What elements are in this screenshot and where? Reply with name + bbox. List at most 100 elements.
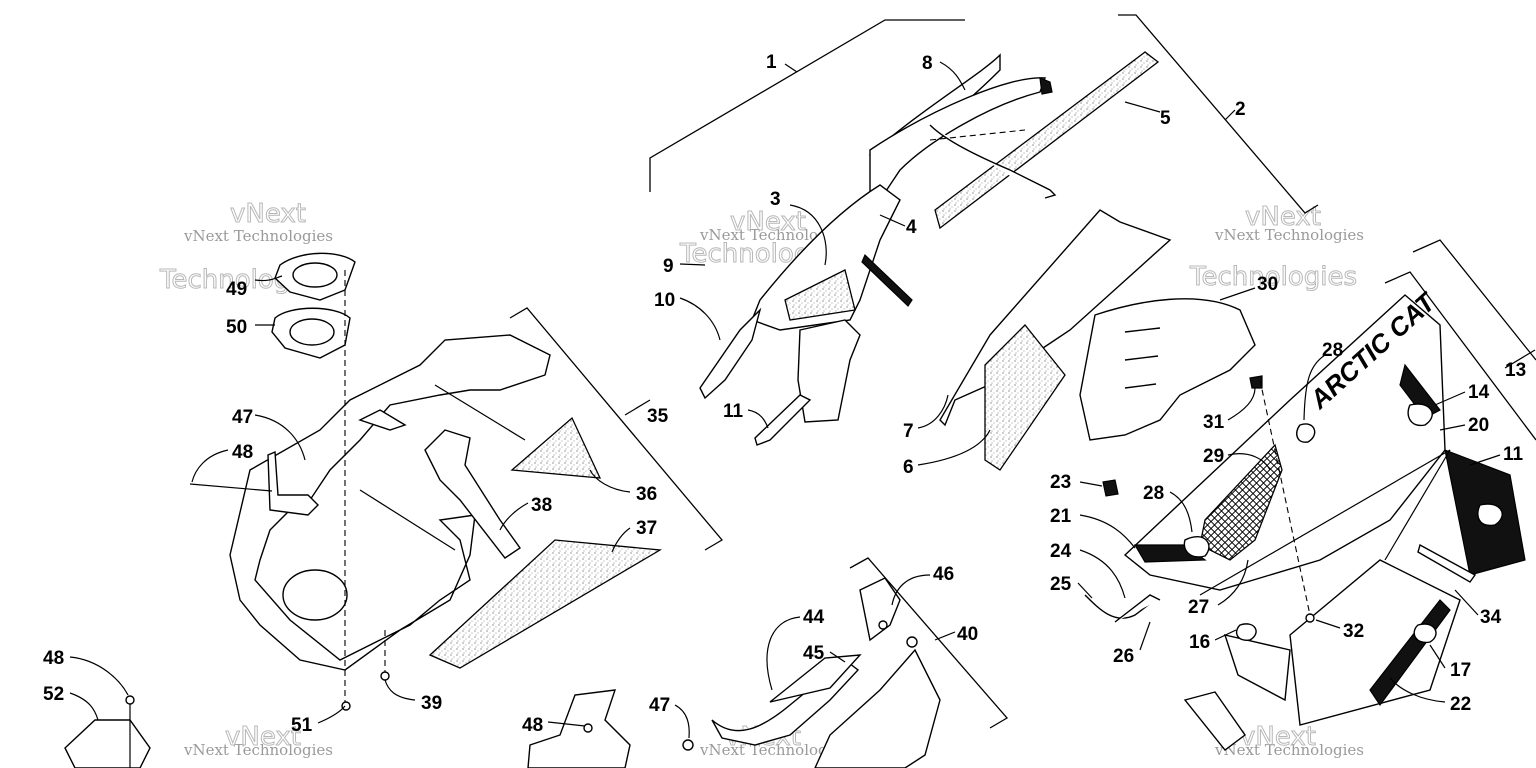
- part-34-bracket: [1417, 543, 1477, 583]
- bracket-assembly-13-outer: [1412, 239, 1536, 361]
- leader-3: [789, 204, 827, 266]
- part-23-clip: [1102, 479, 1119, 497]
- leader-27: [1217, 559, 1249, 606]
- callout-29: 29: [1203, 446, 1224, 467]
- callout-26: 26: [1113, 646, 1134, 667]
- leader-36: [589, 469, 631, 493]
- part-hose-connector: [929, 124, 1057, 199]
- callout-34: 34: [1480, 607, 1502, 628]
- part-10-strip: [699, 307, 762, 400]
- leader-48a: [191, 449, 229, 483]
- assembly-1-dash: [929, 129, 1026, 141]
- callout-20: 20: [1468, 415, 1489, 436]
- callout-47: 47: [232, 407, 253, 428]
- callout-31: 31: [1203, 412, 1225, 433]
- leader-5: [1124, 101, 1161, 113]
- callout-36: 36: [636, 484, 657, 505]
- bracket-assembly-40: [849, 557, 1009, 729]
- watermark-text: vNext Technologies: [699, 741, 849, 759]
- watermark-text: vNext Technologies: [183, 227, 333, 245]
- part-48-bolt: [189, 483, 273, 492]
- part-16-button: [1235, 623, 1257, 641]
- callout-2: 2: [1235, 99, 1246, 120]
- callout-40: 40: [957, 624, 978, 645]
- part-24-wire: [1084, 594, 1156, 619]
- leader-29: [1227, 453, 1271, 471]
- leader-45: [829, 651, 846, 663]
- callout-22: 22: [1450, 694, 1471, 715]
- callout-23: 23: [1050, 472, 1071, 493]
- bracket-assembly-35: [509, 307, 723, 551]
- callout-21: 21: [1050, 506, 1072, 527]
- part-button-right: [1477, 503, 1503, 527]
- part-17-button: [1413, 623, 1437, 644]
- part-26-wire: [1114, 594, 1161, 623]
- callout-6: 6: [903, 457, 914, 478]
- assembly-13-dash: [1259, 379, 1311, 616]
- callout-48: 48: [522, 715, 543, 736]
- callout-50: 50: [226, 317, 247, 338]
- callout-3: 3: [770, 189, 781, 210]
- part-11-strip: [754, 394, 812, 446]
- callout-52: 52: [43, 684, 64, 705]
- leader-17: [1429, 644, 1446, 669]
- part-48-screw: [125, 695, 135, 705]
- callout-17: 17: [1450, 660, 1471, 681]
- part-vent-lower: [1183, 691, 1246, 751]
- part-30-cover: [1079, 298, 1256, 441]
- callout-38: 38: [531, 495, 552, 516]
- leader-30: [1219, 287, 1256, 301]
- part-36-triangle: [510, 416, 602, 479]
- part-50-ring: [289, 318, 335, 346]
- leader-31: [1227, 387, 1256, 421]
- leader-51: [317, 705, 346, 724]
- part-11-upright: [797, 319, 861, 423]
- assembly-13-side-panel: ARCTIC CAT: [1084, 286, 1526, 751]
- leader-20: [1439, 424, 1466, 431]
- leader-37: [611, 527, 631, 553]
- part-hood-rail: [869, 77, 1046, 218]
- leader-47b: [674, 704, 690, 739]
- watermark-text: vNext Technologies: [1214, 226, 1364, 244]
- leader-11b: [1469, 454, 1501, 466]
- assembly-1-hood: [699, 51, 1172, 471]
- bracket-lines: [509, 14, 1536, 729]
- leader-14: [1434, 391, 1466, 406]
- watermark-large: vNext: [730, 207, 806, 237]
- callout-8: 8: [922, 53, 933, 74]
- assembly-35-line: [359, 489, 456, 551]
- part-tank-opening: [282, 569, 348, 621]
- callout-37: 37: [636, 518, 657, 539]
- bottom-center-parts: [64, 577, 941, 768]
- callout-9: 9: [663, 256, 674, 277]
- callout-14: 14: [1468, 382, 1490, 403]
- leader-16: [1214, 629, 1237, 641]
- watermark-group: vNext Technologies vNext Technologies vN…: [159, 199, 1365, 760]
- part-3-foam: [784, 269, 856, 321]
- part-6-foam-block: [984, 324, 1066, 471]
- callout-28: 28: [1143, 483, 1164, 504]
- callout-1: 1: [766, 52, 777, 73]
- leader-38: [499, 502, 529, 531]
- part-49-ring: [292, 262, 338, 288]
- leader-39: [384, 679, 416, 701]
- part-28-button: [1183, 536, 1210, 558]
- leader-8: [939, 61, 966, 91]
- part-28-button-upper: [1296, 423, 1316, 443]
- part-52-cover: [64, 719, 151, 768]
- watermark-large: vNext: [1245, 202, 1321, 232]
- part-31-clip: [1249, 375, 1263, 389]
- leader-lines: [69, 61, 1536, 739]
- callout-48: 48: [232, 442, 253, 463]
- callout-48: 48: [43, 648, 64, 669]
- callout-32: 32: [1343, 621, 1364, 642]
- bracket-assembly-13-inner: [1384, 271, 1536, 441]
- part-32-screw: [1305, 613, 1315, 623]
- leader-4: [879, 214, 906, 227]
- callout-10: 10: [654, 290, 675, 311]
- leader-47a: [254, 414, 306, 461]
- leader-22: [1389, 677, 1446, 703]
- leader-28b: [1169, 491, 1193, 533]
- bracket-assembly-2: [1118, 14, 1319, 214]
- leader-34: [1454, 589, 1479, 616]
